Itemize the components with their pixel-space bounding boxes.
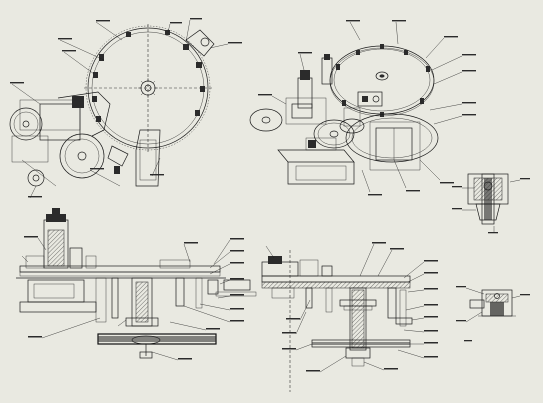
top-view bbox=[9, 19, 229, 199]
isometric-view bbox=[249, 21, 463, 193]
callout-labels bbox=[10, 18, 530, 234]
detail-a bbox=[462, 173, 521, 232]
section-view bbox=[261, 242, 438, 392]
front-elevation bbox=[16, 208, 257, 361]
detail-b bbox=[456, 286, 530, 342]
